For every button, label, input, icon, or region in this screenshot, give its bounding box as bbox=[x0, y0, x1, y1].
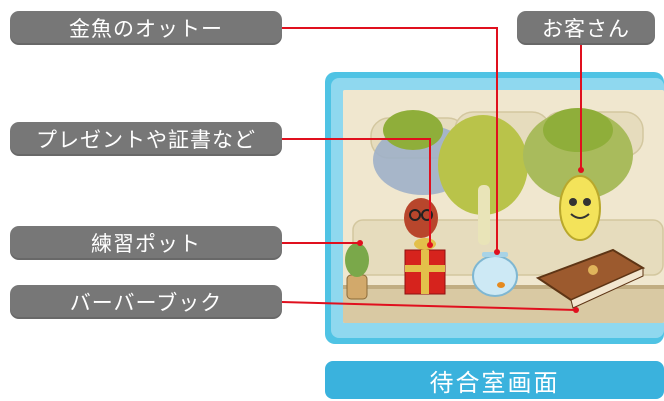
gift-certificate-label: プレゼントや証書など bbox=[10, 122, 282, 156]
barber-book-icon bbox=[535, 248, 646, 309]
goldfish-marker bbox=[494, 249, 500, 255]
guest-marker bbox=[578, 167, 584, 173]
practice-pot-icon bbox=[345, 243, 369, 300]
waiting-room-illustration bbox=[343, 90, 664, 323]
waiting-room-caption: 待合室画面 bbox=[325, 361, 664, 399]
pot-marker bbox=[357, 240, 363, 246]
gift-marker bbox=[427, 242, 433, 248]
goldfish-bowl-icon bbox=[472, 252, 518, 297]
practice-pot-label: 練習ポット bbox=[10, 226, 282, 260]
tree-icon bbox=[373, 108, 633, 245]
goldfish-otto-label: 金魚のオットー bbox=[10, 11, 282, 45]
guest-label: お客さん bbox=[517, 11, 655, 45]
waiting-room-screen bbox=[343, 90, 664, 323]
barber-book-label: バーバーブック bbox=[10, 285, 282, 319]
book-marker bbox=[573, 307, 579, 313]
guest-character-icon bbox=[559, 175, 601, 241]
gift-box-icon bbox=[404, 238, 446, 295]
